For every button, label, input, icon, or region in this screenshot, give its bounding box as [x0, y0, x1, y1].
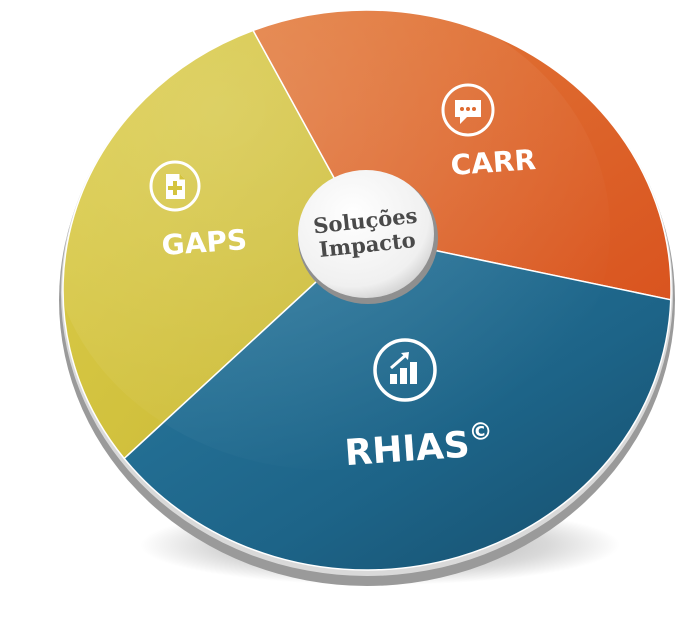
segment-gaps-content: GAPS [149, 160, 248, 262]
segment-rhias-label-suffix: © [468, 417, 494, 447]
speech-bubble-icon [441, 83, 495, 137]
segment-rhias-content: RHIAS© [343, 338, 495, 474]
document-plus-icon [149, 160, 201, 212]
segment-rhias-label-text: RHIAS [343, 425, 471, 475]
segment-carr-label: CARR [450, 143, 537, 182]
center-hub: Soluções Impacto [298, 170, 438, 304]
segment-rhias-label: RHIAS© [343, 417, 495, 474]
growth-chart-icon [373, 338, 437, 402]
segment-carr-content: CARR [441, 83, 537, 182]
segment-gaps-label: GAPS [161, 223, 248, 262]
